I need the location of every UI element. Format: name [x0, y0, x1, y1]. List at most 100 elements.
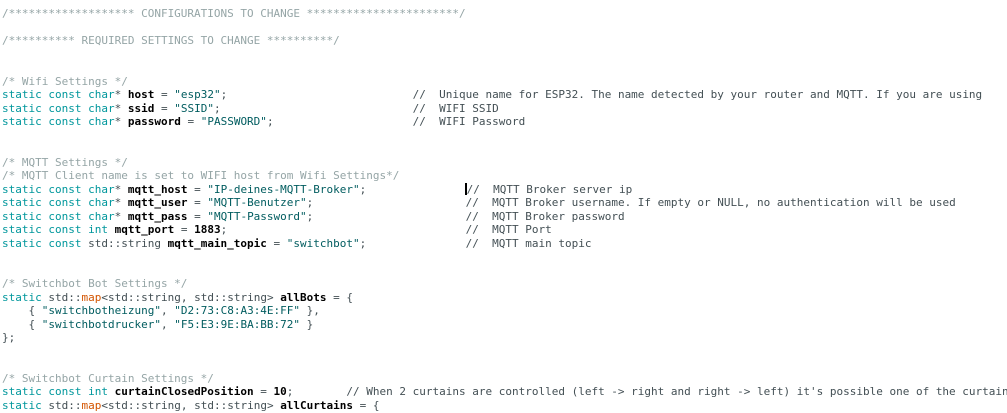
token-identifier: password — [127, 115, 181, 128]
token-code-text: ; — [359, 182, 367, 196]
token-code-text: ; — [306, 209, 314, 223]
token-code-text: std:: — [41, 290, 82, 304]
token-code-text: = — [253, 385, 274, 398]
token-string-literal: "PASSWORD" — [200, 115, 267, 128]
token-alignment-space — [313, 210, 465, 223]
code-line-14: static const char* mqtt_user = "MQTT-Ben… — [2, 196, 1007, 210]
token-block-comment: /* MQTT Settings */ — [2, 155, 128, 169]
token-line-comment: // MQTT Port — [465, 223, 552, 236]
token-code-text: * — [114, 88, 128, 101]
token-keyword: static const char — [2, 209, 115, 223]
token-identifier: mqtt_port — [114, 223, 175, 236]
token-code-text: ; — [213, 101, 221, 115]
token-code-text: * — [114, 101, 128, 115]
token-code-text: = — [187, 182, 208, 196]
token-string-literal: "MQTT-Password" — [207, 209, 307, 223]
token-string-literal: "switchbotdrucker" — [41, 317, 161, 331]
code-line-6: static const char* host = "esp32"; // Un… — [2, 88, 1007, 102]
token-code-text: { — [2, 304, 42, 317]
token-code-text — [108, 223, 115, 236]
token-code-text: std:: — [41, 398, 82, 412]
code-line-4 — [2, 61, 1007, 75]
token-keyword: static const int — [2, 385, 108, 398]
code-line-9 — [2, 129, 1007, 143]
code-line-0: /******************* CONFIGURATIONS TO C… — [2, 7, 1007, 21]
token-line-comment: // MQTT main topic — [465, 236, 592, 250]
token-builtin-function: map — [81, 290, 102, 304]
token-string-literal: "F5:E3:9E:BA:BB:72" — [174, 317, 301, 331]
token-identifier: curtainClosedPosition — [114, 385, 254, 398]
token-code-text: ; — [306, 196, 314, 209]
token-string-literal: "IP-deines-MQTT-Broker" — [207, 182, 360, 196]
code-line-15: static const char* mqtt_pass = "MQTT-Pas… — [2, 210, 1007, 224]
token-alignment-space — [227, 223, 465, 236]
token-code-text: ; — [359, 236, 367, 250]
token-keyword: static const — [2, 236, 82, 250]
token-keyword: static const int — [2, 223, 108, 236]
code-line-8: static const char* password = "PASSWORD"… — [2, 115, 1007, 129]
token-line-comment: // MQTT Broker password — [465, 209, 625, 223]
token-code-text: }, — [300, 304, 320, 317]
token-identifier: ssid — [127, 101, 155, 115]
code-line-5: /* Wifi Settings */ — [2, 75, 1007, 89]
token-line-comment: // MQTT Broker server ip — [466, 182, 633, 196]
token-code-text: = — [154, 101, 175, 115]
token-number-literal: 1883 — [194, 223, 221, 236]
token-code-text: * — [114, 196, 128, 209]
token-line-comment: // Unique name for ESP32. The name detec… — [412, 88, 983, 101]
code-line-22: { "switchbotheizung", "D2:73:C8:A3:4E:FF… — [2, 304, 1007, 318]
token-code-text: }; — [2, 331, 16, 344]
code-line-23: { "switchbotdrucker", "F5:E3:9E:BA:BB:72… — [2, 318, 1007, 332]
token-keyword: static const char — [2, 88, 115, 101]
code-line-17: static const std::string mqtt_main_topic… — [2, 237, 1007, 251]
token-alignment-space — [366, 237, 465, 250]
code-line-13: static const char* mqtt_host = "IP-deine… — [2, 182, 1007, 197]
token-alignment-space — [221, 102, 413, 115]
token-code-text: ; — [220, 88, 228, 101]
code-line-11: /* MQTT Settings */ — [2, 156, 1007, 170]
token-code-text: { — [2, 317, 42, 331]
token-block-comment: /********** REQUIRED SETTINGS TO CHANGE … — [2, 34, 340, 47]
token-code-text: = { — [326, 290, 354, 304]
token-code-text: std::string — [81, 236, 168, 250]
token-keyword: static const char — [2, 115, 115, 128]
token-string-literal: "D2:73:C8:A3:4E:FF" — [174, 304, 301, 317]
token-code-text: * — [114, 115, 128, 128]
code-line-18 — [2, 250, 1007, 264]
token-block-comment: /* MQTT Client name is set to WIFI host … — [2, 169, 400, 182]
token-code-text: ; — [266, 115, 274, 128]
code-line-2: /********** REQUIRED SETTINGS TO CHANGE … — [2, 34, 1007, 48]
token-code-text: = — [187, 196, 208, 209]
code-line-24: }; — [2, 331, 1007, 345]
token-line-comment: // WIFI Password — [412, 115, 526, 128]
token-string-literal: "switchbotheizung" — [41, 304, 161, 317]
token-alignment-space — [293, 385, 346, 398]
token-block-comment: /******************* CONFIGURATIONS TO C… — [2, 7, 466, 20]
token-string-literal: "MQTT-Benutzer" — [207, 196, 307, 209]
token-alignment-space — [227, 88, 412, 101]
text-cursor — [464, 182, 467, 195]
code-line-21: static std::map<std::string, std::string… — [2, 291, 1007, 305]
token-line-comment: // When 2 curtains are controlled (left … — [346, 385, 1007, 398]
token-code-text: , — [160, 304, 175, 317]
token-code-text: ; — [286, 385, 294, 398]
token-code-text: = { — [353, 398, 380, 412]
code-line-20: /* Switchbot Bot Settings */ — [2, 277, 1007, 291]
code-line-27: /* Switchbot Curtain Settings */ — [2, 372, 1007, 386]
token-code-text: * — [114, 182, 128, 196]
code-line-26 — [2, 358, 1007, 372]
token-keyword: static — [2, 290, 42, 304]
token-alignment-space — [313, 196, 465, 209]
token-keyword: static const char — [2, 101, 115, 115]
token-block-comment: /* Switchbot Bot Settings */ — [2, 277, 188, 290]
code-line-12: /* MQTT Client name is set to WIFI host … — [2, 169, 1007, 183]
token-block-comment: /* Wifi Settings */ — [2, 74, 128, 88]
token-alignment-space — [274, 115, 413, 128]
code-line-7: static const char* ssid = "SSID"; // WIF… — [2, 102, 1007, 116]
token-string-literal: "switchbot" — [286, 236, 360, 250]
token-code-text: } — [300, 317, 314, 331]
token-code-text — [108, 385, 115, 398]
token-string-literal: "esp32" — [174, 88, 221, 101]
token-identifier: mqtt_main_topic — [167, 236, 267, 250]
